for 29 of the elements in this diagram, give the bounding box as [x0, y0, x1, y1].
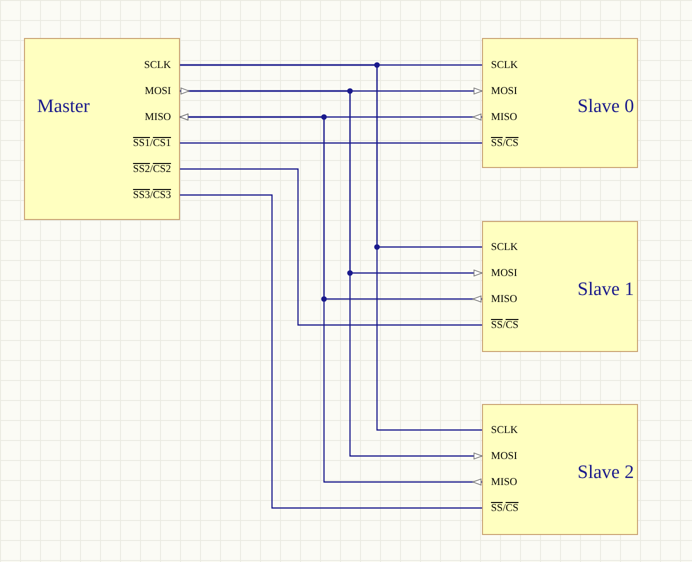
pin-label: SCLK [483, 240, 518, 256]
component-name: Slave 2 [578, 463, 634, 482]
pin-label: MOSI [483, 84, 518, 100]
pin-label: MOSI [483, 449, 518, 465]
wire [180, 142, 482, 144]
pin-label: SCLK [483, 423, 518, 439]
pin-label: SS3/CS3 [133, 188, 179, 204]
pin-label: SS/CS [483, 318, 518, 334]
wire [180, 168, 482, 326]
component-box [24, 38, 180, 220]
component-box [482, 404, 638, 535]
component-name: Slave 0 [578, 97, 634, 116]
wire [180, 194, 482, 509]
pin-label: MOSI [483, 266, 518, 282]
component-name: Slave 1 [578, 280, 634, 299]
component-box [482, 221, 638, 352]
pin-label: MOSI [144, 84, 179, 100]
pin-label: SS/CS [483, 136, 518, 152]
pin-label: MISO [483, 110, 518, 126]
pin-label: SCLK [144, 58, 179, 74]
component-name: Master [37, 97, 90, 116]
pin-label: SS2/CS2 [133, 162, 179, 178]
pin-label: SS/CS [483, 501, 518, 517]
pin-label: SS1/CS1 [133, 136, 179, 152]
pin-label: MISO [144, 110, 179, 126]
component-box [482, 38, 638, 168]
pin-label: MISO [483, 475, 518, 491]
pin-label: MISO [483, 292, 518, 308]
pin-label: SCLK [483, 58, 518, 74]
